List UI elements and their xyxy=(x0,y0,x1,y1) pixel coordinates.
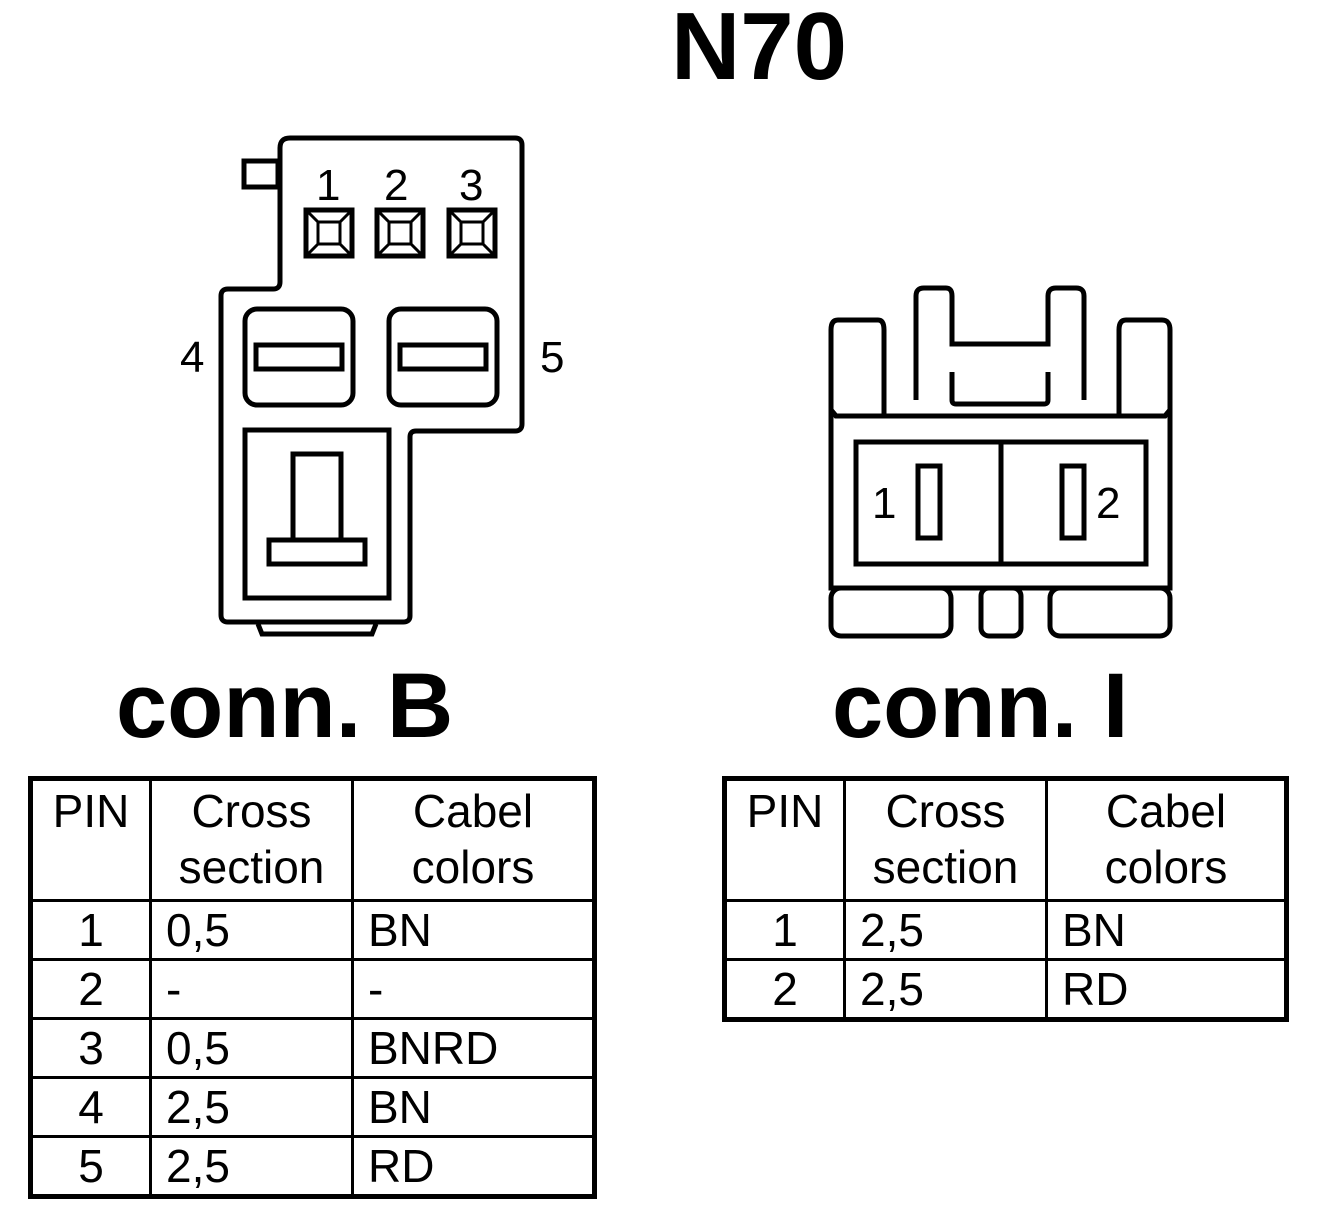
connector-i-label: conn. I xyxy=(832,655,1129,757)
connector-i-right-tower xyxy=(1116,317,1173,419)
cross-section-cell: 0,5 xyxy=(149,1017,354,1079)
cross-section-cell: - xyxy=(149,958,354,1020)
connector-b-pin-2-socket xyxy=(374,207,426,259)
connector-b-bottom-lip xyxy=(255,623,379,637)
connector-b-pin-4-socket xyxy=(242,306,356,408)
cable-color-cell: RD xyxy=(351,1135,596,1198)
connector-i-pin-1-socket xyxy=(915,463,943,541)
connector-b-pin-number: 4 xyxy=(180,333,204,382)
connector-i-foot-right xyxy=(1047,585,1173,639)
connector-i-drawing xyxy=(828,285,1173,639)
connector-b-outline xyxy=(218,135,525,625)
connector-b-pin-1-socket xyxy=(303,207,355,259)
connector-i-pin-numbers: 1 2 xyxy=(872,479,1120,528)
table-row: 5 2,5 RD xyxy=(29,1135,596,1198)
cross-section-cell: 2,5 xyxy=(149,1135,354,1198)
pin-cell: 2 xyxy=(723,958,846,1021)
connector-b-label: conn. B xyxy=(116,655,454,757)
connector-b-pin-number: 3 xyxy=(459,161,483,210)
diagram-title: N70 xyxy=(670,0,848,100)
connector-b-latch-tab xyxy=(241,158,281,190)
connector-b-pin-number: 5 xyxy=(540,333,564,382)
connector-b-pin-numbers: 1 2 3 4 5 xyxy=(180,161,564,382)
cross-section-cell: 2,5 xyxy=(149,1076,354,1138)
connector-i-latch-window xyxy=(949,372,1051,407)
connector-i-latch xyxy=(913,285,1087,400)
pin-cell: 3 xyxy=(29,1017,152,1079)
pin-cell: 1 xyxy=(723,899,846,961)
pin-cell: 5 xyxy=(29,1135,152,1198)
connector-b-pin-number: 1 xyxy=(316,161,340,210)
table-row: 2 - - xyxy=(29,958,596,1020)
connector-b-pin-number: 2 xyxy=(384,161,408,210)
cross-section-cell: 0,5 xyxy=(149,899,354,961)
connector-b-pin-3-socket xyxy=(446,207,498,259)
connector-i-left-tower xyxy=(828,317,887,419)
column-header-pin: PIN xyxy=(29,777,152,902)
pin-cell: 2 xyxy=(29,958,152,1020)
connector-b-pin-5-socket xyxy=(386,306,500,408)
connector-b-drawing xyxy=(218,135,525,637)
connector-b-key-chamber xyxy=(242,427,392,601)
cable-color-cell: BN xyxy=(1045,899,1288,961)
table-row: 1 2,5 BN xyxy=(723,899,1288,961)
connector-i-pin-2-socket xyxy=(1059,463,1087,541)
pin-cell: 1 xyxy=(29,899,152,961)
column-header-pin: PIN xyxy=(723,777,846,902)
cable-color-cell: BNRD xyxy=(351,1017,596,1079)
connector-i-pin-number: 2 xyxy=(1096,479,1120,528)
table-row: 1 0,5 BN xyxy=(29,899,596,961)
connector-i-pin-number: 1 xyxy=(872,479,896,528)
pin-cell: 4 xyxy=(29,1076,152,1138)
table-row: 4 2,5 BN xyxy=(29,1076,596,1138)
cable-color-cell: RD xyxy=(1045,958,1288,1021)
connector-i-body xyxy=(828,403,1173,591)
cable-color-cell: BN xyxy=(351,899,596,961)
cross-section-cell: 2,5 xyxy=(843,899,1048,961)
connector-i-foot-left xyxy=(828,585,954,639)
table-row: 2 2,5 RD xyxy=(723,958,1288,1021)
cable-color-cell: BN xyxy=(351,1076,596,1138)
table-row: 3 0,5 BNRD xyxy=(29,1017,596,1079)
cable-color-cell: - xyxy=(351,958,596,1020)
cross-section-cell: 2,5 xyxy=(843,958,1048,1021)
connector-i-foot-center xyxy=(978,585,1024,639)
